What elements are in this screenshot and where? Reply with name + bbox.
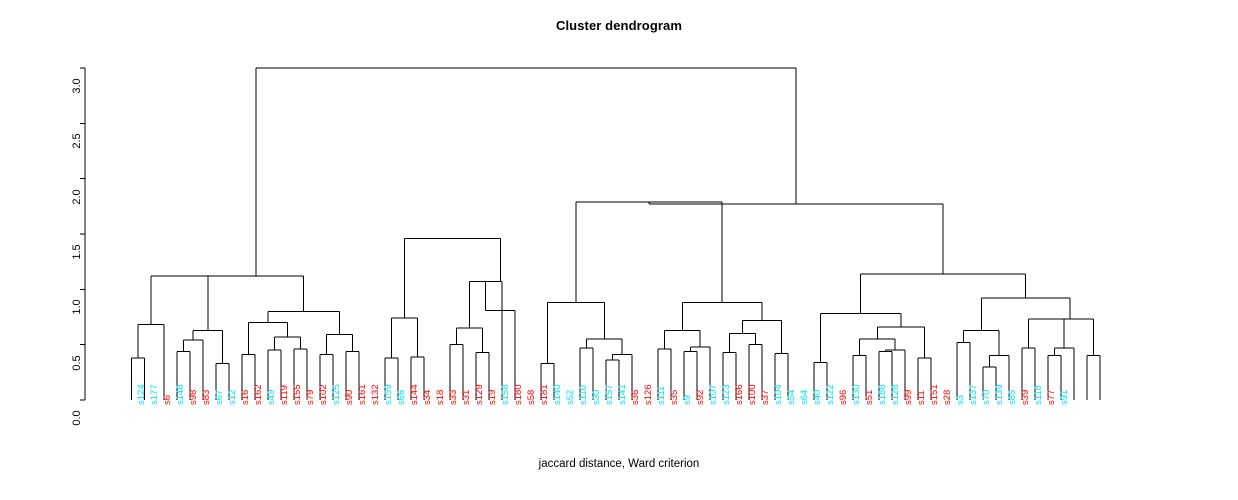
leaf-label: s148: [174, 384, 186, 405]
leaf-label: s159: [382, 384, 394, 405]
leaf-label: s181: [538, 384, 550, 405]
y-axis: [80, 67, 86, 401]
leaf-label: s36: [629, 389, 641, 405]
leaf-label: s34: [421, 389, 433, 405]
y-tick-label: 2.0: [71, 189, 83, 205]
leaf-label: s122: [824, 384, 836, 405]
leaf-label: s77: [1045, 389, 1057, 405]
leaf-label: s137: [967, 384, 979, 405]
leaf-label: s102: [317, 384, 329, 405]
leaf-label: s111: [655, 385, 667, 405]
y-tick-label: 2.5: [71, 133, 83, 149]
leaf-label: s83: [200, 389, 212, 405]
leaf-label: s104: [772, 384, 784, 405]
leaf-label: s130: [850, 384, 862, 405]
leaf-label: s37: [759, 389, 771, 405]
leaf-label: s123: [720, 384, 732, 405]
leaf-label: s139: [993, 384, 1005, 405]
leaf-label: s141: [616, 384, 628, 405]
leaf-label: s91: [1058, 389, 1070, 405]
leaf-label: s166: [733, 384, 745, 405]
leaf-label: s158: [499, 384, 511, 405]
leaf-label: s140: [551, 384, 563, 405]
leaf-label: s162: [252, 384, 264, 405]
leaf-label: s188: [876, 384, 888, 405]
leaf-label: s9: [681, 394, 693, 405]
page-title: Cluster dendrogram: [555, 18, 683, 33]
leaf-label: s18: [434, 389, 446, 405]
leaf-label: s144: [408, 384, 420, 405]
leaf-label: s67: [213, 389, 225, 405]
y-tick-label: 0.5: [71, 355, 83, 371]
y-tick-label: 1.0: [71, 299, 83, 315]
y-tick-label: 0.0: [71, 410, 83, 426]
leaf-label: s100: [746, 384, 758, 405]
leaf-label: s151: [928, 384, 940, 405]
leaf-label: s177: [148, 384, 160, 405]
leaf-label: s119: [278, 385, 290, 405]
leaf-label: s85: [1006, 389, 1018, 405]
leaf-label: s3: [954, 394, 966, 405]
leaf-label: s98: [187, 389, 199, 405]
leaf-label: s107: [707, 384, 719, 405]
leaf-label: s51: [863, 389, 875, 405]
leaf-label: s126: [642, 384, 654, 405]
leaf-label: s19: [486, 389, 498, 405]
leaf-label: s70: [980, 389, 992, 405]
leaf-label: s161: [356, 384, 368, 405]
dendrogram-branches: [131, 67, 1101, 400]
y-tick-label: 3.0: [71, 78, 83, 94]
leaf-label: s90: [343, 389, 355, 405]
leaf-label: s33: [447, 389, 459, 405]
leaf-label: s31: [460, 389, 472, 405]
leaf-label: s79: [304, 389, 316, 405]
leaf-label: s157: [603, 384, 615, 405]
leaf-label: s54: [785, 389, 797, 405]
leaf-label: s58: [525, 389, 537, 405]
leaf-label: s132: [369, 384, 381, 405]
leaf-label: s16: [239, 389, 251, 405]
leaf-label: s92: [694, 389, 706, 405]
leaf-label: s12: [226, 389, 238, 405]
leaf-label: s6: [161, 394, 173, 405]
leaf-label: s52: [564, 389, 576, 405]
leaf-label: s180: [512, 384, 524, 405]
leaf-label: s49: [265, 389, 277, 405]
y-tick-label: 1.5: [71, 244, 83, 260]
leaf-label: s129: [473, 384, 485, 405]
leaf-label: s39: [1019, 389, 1031, 405]
leaf-label: s124: [135, 384, 147, 405]
x-axis-caption: jaccard distance, Ward criterion: [538, 458, 700, 470]
leaf-label: s110: [577, 385, 589, 405]
leaf-label: s30: [590, 389, 602, 405]
leaf-label: s99: [902, 389, 914, 405]
leaf-label: s40: [811, 389, 823, 405]
leaf-label: s11: [915, 390, 927, 405]
leaf-label: s118: [1032, 385, 1044, 405]
leaf-label: s96: [837, 389, 849, 405]
leaf-label: s128: [889, 384, 901, 405]
leaf-label: s64: [798, 389, 810, 405]
leaf-label: s35: [668, 389, 680, 405]
leaf-label: s66: [395, 389, 407, 405]
leaf-label: s125: [330, 384, 342, 405]
leaf-label: s155: [291, 384, 303, 405]
leaf-label: s28: [941, 389, 953, 405]
